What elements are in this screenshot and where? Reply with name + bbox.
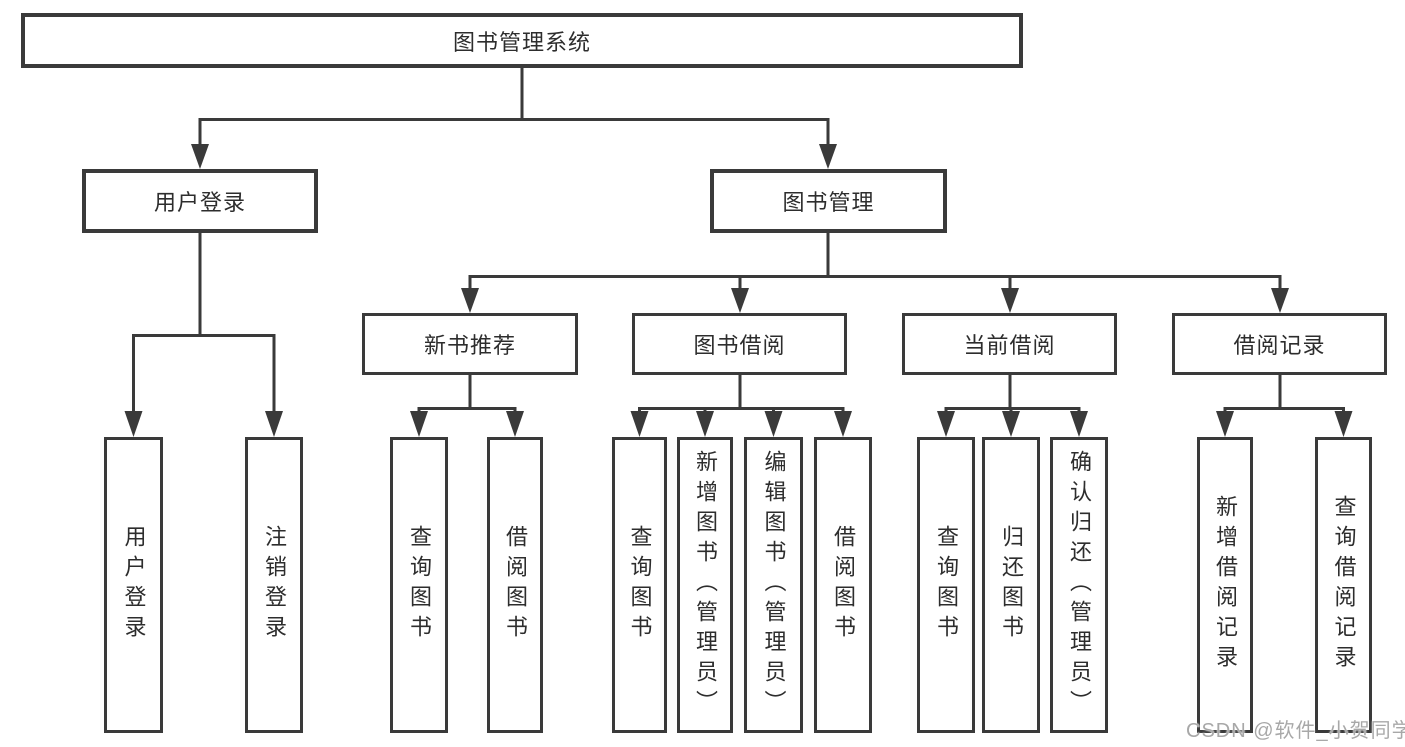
leaf-query-books-newbook: 查询图书 [390,437,448,733]
leaf-borrow-books-borrowing-label: 借阅图书 [831,525,856,645]
leaf-query-books-borrowing-label: 查询图书 [627,525,653,645]
leaf-user-login: 用户登录 [104,437,163,733]
node-root: 图书管理系统 [21,13,1023,68]
leaf-borrow-books-newbook: 借阅图书 [487,437,543,733]
node-user-login-label: 用户登录 [153,190,246,215]
leaf-add-books-admin: 新增图书（管理员） [677,437,733,733]
node-book-borrowing: 图书借阅 [632,313,847,375]
leaf-query-borrow-record: 查询借阅记录 [1315,437,1372,733]
node-current-borrowing: 当前借阅 [902,313,1117,375]
leaf-confirm-return-admin: 确认归还（管理员） [1050,437,1108,733]
node-book-management-label: 图书管理 [782,190,875,215]
connector-new-book-to-leaves [410,375,524,437]
connector-book-management-to-level3 [461,233,1289,313]
leaf-add-borrow-record-label: 新增借阅记录 [1213,495,1238,675]
node-borrowing-records: 借阅记录 [1172,313,1387,375]
node-new-book-recommend: 新书推荐 [362,313,578,375]
leaf-borrow-books-borrowing: 借阅图书 [814,437,872,733]
node-root-label: 图书管理系统 [452,29,591,55]
connector-book-borrowing-to-leaves [630,375,852,437]
leaf-query-borrow-record-label: 查询借阅记录 [1331,495,1357,675]
leaf-logout: 注销登录 [245,437,303,733]
watermark: CSDN @软件_小贺同学 [1186,720,1405,742]
leaf-query-books-borrowing: 查询图书 [612,437,667,733]
leaf-logout-label: 注销登录 [262,525,287,645]
leaf-query-books-current: 查询图书 [917,437,975,733]
connector-current-borrowing-to-leaves [937,375,1088,437]
connector-root-to-level2 [191,68,837,169]
leaf-edit-books-admin: 编辑图书（管理员） [744,437,803,733]
leaf-return-books-label: 归还图书 [999,525,1024,645]
node-user-login: 用户登录 [82,169,318,233]
leaf-query-books-newbook-label: 查询图书 [407,525,432,645]
connector-borrowing-records-to-leaves [1216,375,1353,437]
leaf-add-borrow-record: 新增借阅记录 [1197,437,1253,733]
leaf-borrow-books-newbook-label: 借阅图书 [503,525,528,645]
leaf-return-books: 归还图书 [982,437,1040,733]
node-book-borrowing-label: 图书借阅 [693,333,786,358]
connector-user-login-to-leaves [124,233,283,437]
leaf-user-login-label: 用户登录 [121,525,147,645]
node-book-management: 图书管理 [710,169,947,233]
leaf-query-books-current-label: 查询图书 [934,525,959,645]
node-current-borrowing-label: 当前借阅 [963,333,1056,358]
leaf-confirm-return-admin-label: 确认归还（管理员） [1067,450,1092,720]
leaf-add-books-admin-label: 新增图书（管理员） [693,450,718,720]
node-new-book-recommend-label: 新书推荐 [423,333,516,358]
node-borrowing-records-label: 借阅记录 [1233,333,1326,358]
leaf-edit-books-admin-label: 编辑图书（管理员） [761,450,787,720]
